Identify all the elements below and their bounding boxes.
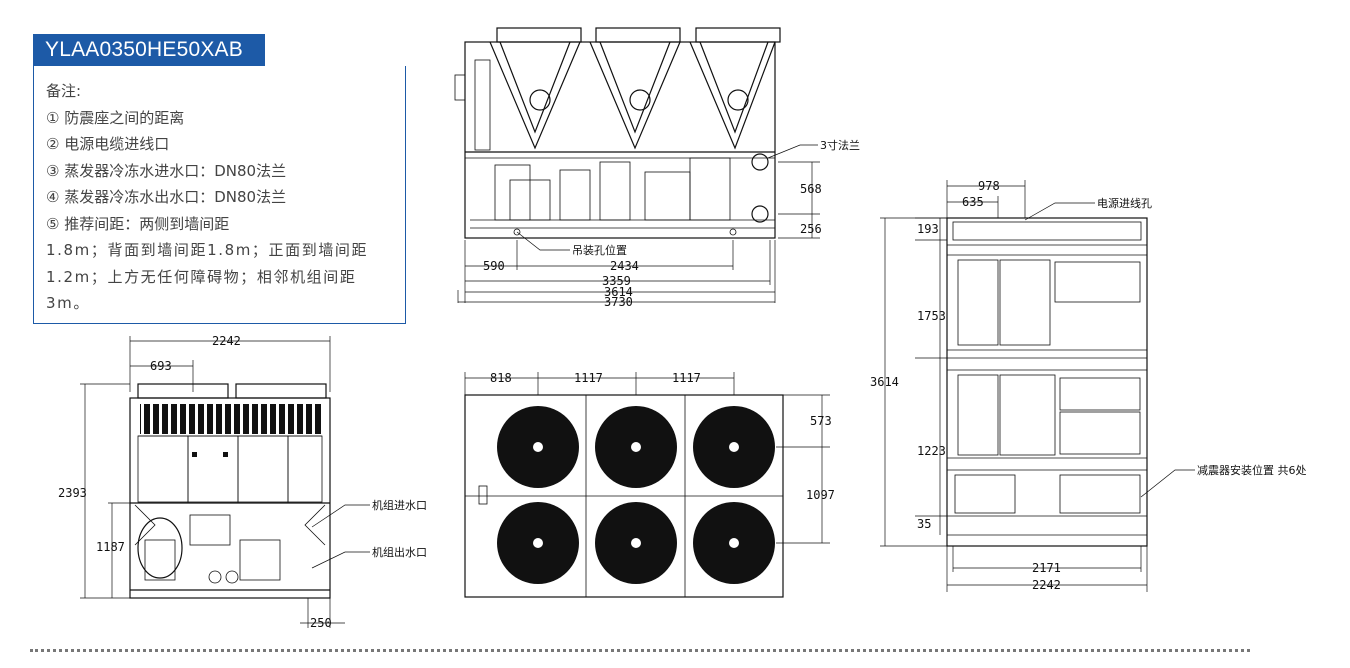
side-elevation-view: 2242 693 2393 1187 250 (58, 334, 427, 630)
side-dim-693: 693 (150, 359, 172, 373)
plan-dim-35: 35 (917, 517, 931, 531)
top-view-fans: 818 1117 1117 573 1097 (464, 371, 835, 598)
dim-3614: 3614 (604, 285, 633, 299)
front-elevation-view: 3寸法兰 吊装孔位置 568 256 590 2434 3359 3614 37… (454, 27, 860, 309)
side-dim-2242: 2242 (212, 334, 241, 348)
plan-dim-1223: 1223 (917, 444, 946, 458)
plan-view: 978 635 电源进线孔 193 1753 1223 35 3614 2171… (870, 179, 1307, 592)
top-dim-1117a: 1117 (574, 371, 603, 385)
lifting-hole-label: 吊装孔位置 (572, 243, 627, 257)
plan-dim-2171: 2171 (1032, 561, 1061, 575)
dim-568: 568 (800, 182, 822, 196)
top-dim-818: 818 (490, 371, 512, 385)
notes-heading: 备注: (46, 82, 82, 100)
flange-label: 3寸法兰 (820, 138, 860, 152)
note-clearance-text: 1.8m；背面到墙间距1.8m；正面到墙间距1.2m；上方无任何障碍物；相邻机组… (46, 241, 369, 312)
plan-dim-635: 635 (962, 195, 984, 209)
side-dim-2393: 2393 (58, 486, 87, 500)
note-item-2: ② 电源电缆进线口 (46, 135, 170, 153)
bottom-divider (30, 649, 1250, 652)
dim-3359: 3359 (602, 274, 631, 288)
top-dim-573: 573 (810, 414, 832, 428)
plan-dim-3614: 3614 (870, 375, 899, 389)
side-dim-250: 250 (310, 616, 332, 630)
plan-dim-978: 978 (978, 179, 1000, 193)
water-inlet-label: 机组进水口 (372, 498, 427, 512)
note-item-5: ⑤ 推荐间距：两侧到墙间距 (46, 214, 230, 233)
dim-3730: 3730 (604, 295, 633, 309)
notes-panel: 备注: ① 防震座之间的距离 ② 电源电缆进线口 ③ 蒸发器冷冻水进水口：DN8… (33, 66, 406, 324)
top-dim-1117b: 1117 (672, 371, 701, 385)
plan-dim-1753: 1753 (917, 309, 946, 323)
model-title: YLAA0350HE50XAB (33, 34, 265, 66)
side-dim-1187: 1187 (96, 540, 125, 554)
note-item-4: ④ 蒸发器冷冻水出水口：DN80法兰 (46, 188, 287, 206)
note-item-3: ③ 蒸发器冷冻水进水口：DN80法兰 (46, 161, 287, 180)
dim-590: 590 (483, 259, 505, 273)
plan-dim-193: 193 (917, 222, 939, 236)
power-hole-label: 电源进线孔 (1097, 196, 1152, 210)
top-dim-1097: 1097 (806, 488, 835, 502)
note-item-1: ① 防震座之间的距离 (46, 108, 185, 127)
water-outlet-label: 机组出水口 (372, 545, 427, 559)
damper-mount-label: 减震器安装位置 共6处 (1197, 463, 1307, 477)
plan-dim-2242: 2242 (1032, 578, 1061, 592)
dim-256: 256 (800, 222, 822, 236)
dim-2434: 2434 (610, 259, 639, 273)
